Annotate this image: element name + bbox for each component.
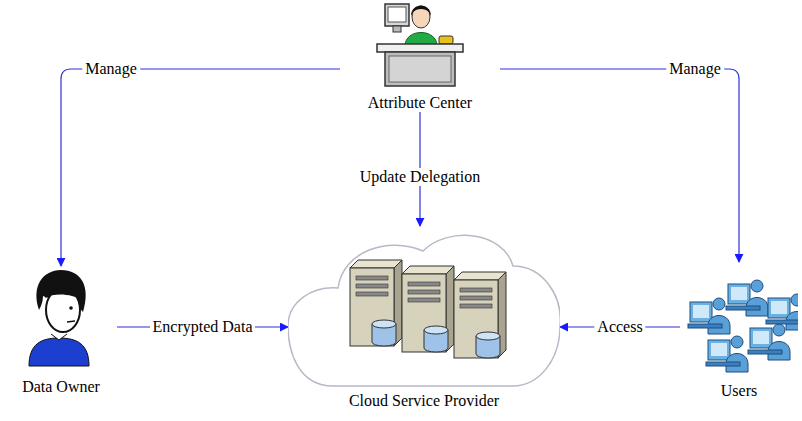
operator-icon — [375, 0, 465, 88]
diagram-node: Data Owner — [5, 266, 117, 396]
connector-arrow — [500, 69, 739, 262]
person-icon — [21, 266, 101, 370]
users-icon — [680, 262, 798, 378]
cloud-outline — [288, 226, 560, 392]
edge-label: Manage — [82, 60, 140, 78]
node-label: Users — [721, 382, 757, 400]
node-label: Cloud Service Provider — [349, 392, 499, 410]
edge-label: Encrypted Data — [150, 318, 256, 336]
edge-label: Access — [594, 318, 645, 336]
node-label: Attribute Center — [368, 94, 472, 112]
diagram-node: Attribute Center — [340, 0, 500, 112]
node-label: Data Owner — [22, 378, 100, 396]
diagram-node: Cloud Service Provider — [288, 226, 560, 410]
connector-arrow — [61, 69, 340, 266]
edge-label: Manage — [666, 60, 724, 78]
diagram-node: Users — [680, 262, 798, 400]
edge-label: Update Delegation — [357, 168, 483, 186]
